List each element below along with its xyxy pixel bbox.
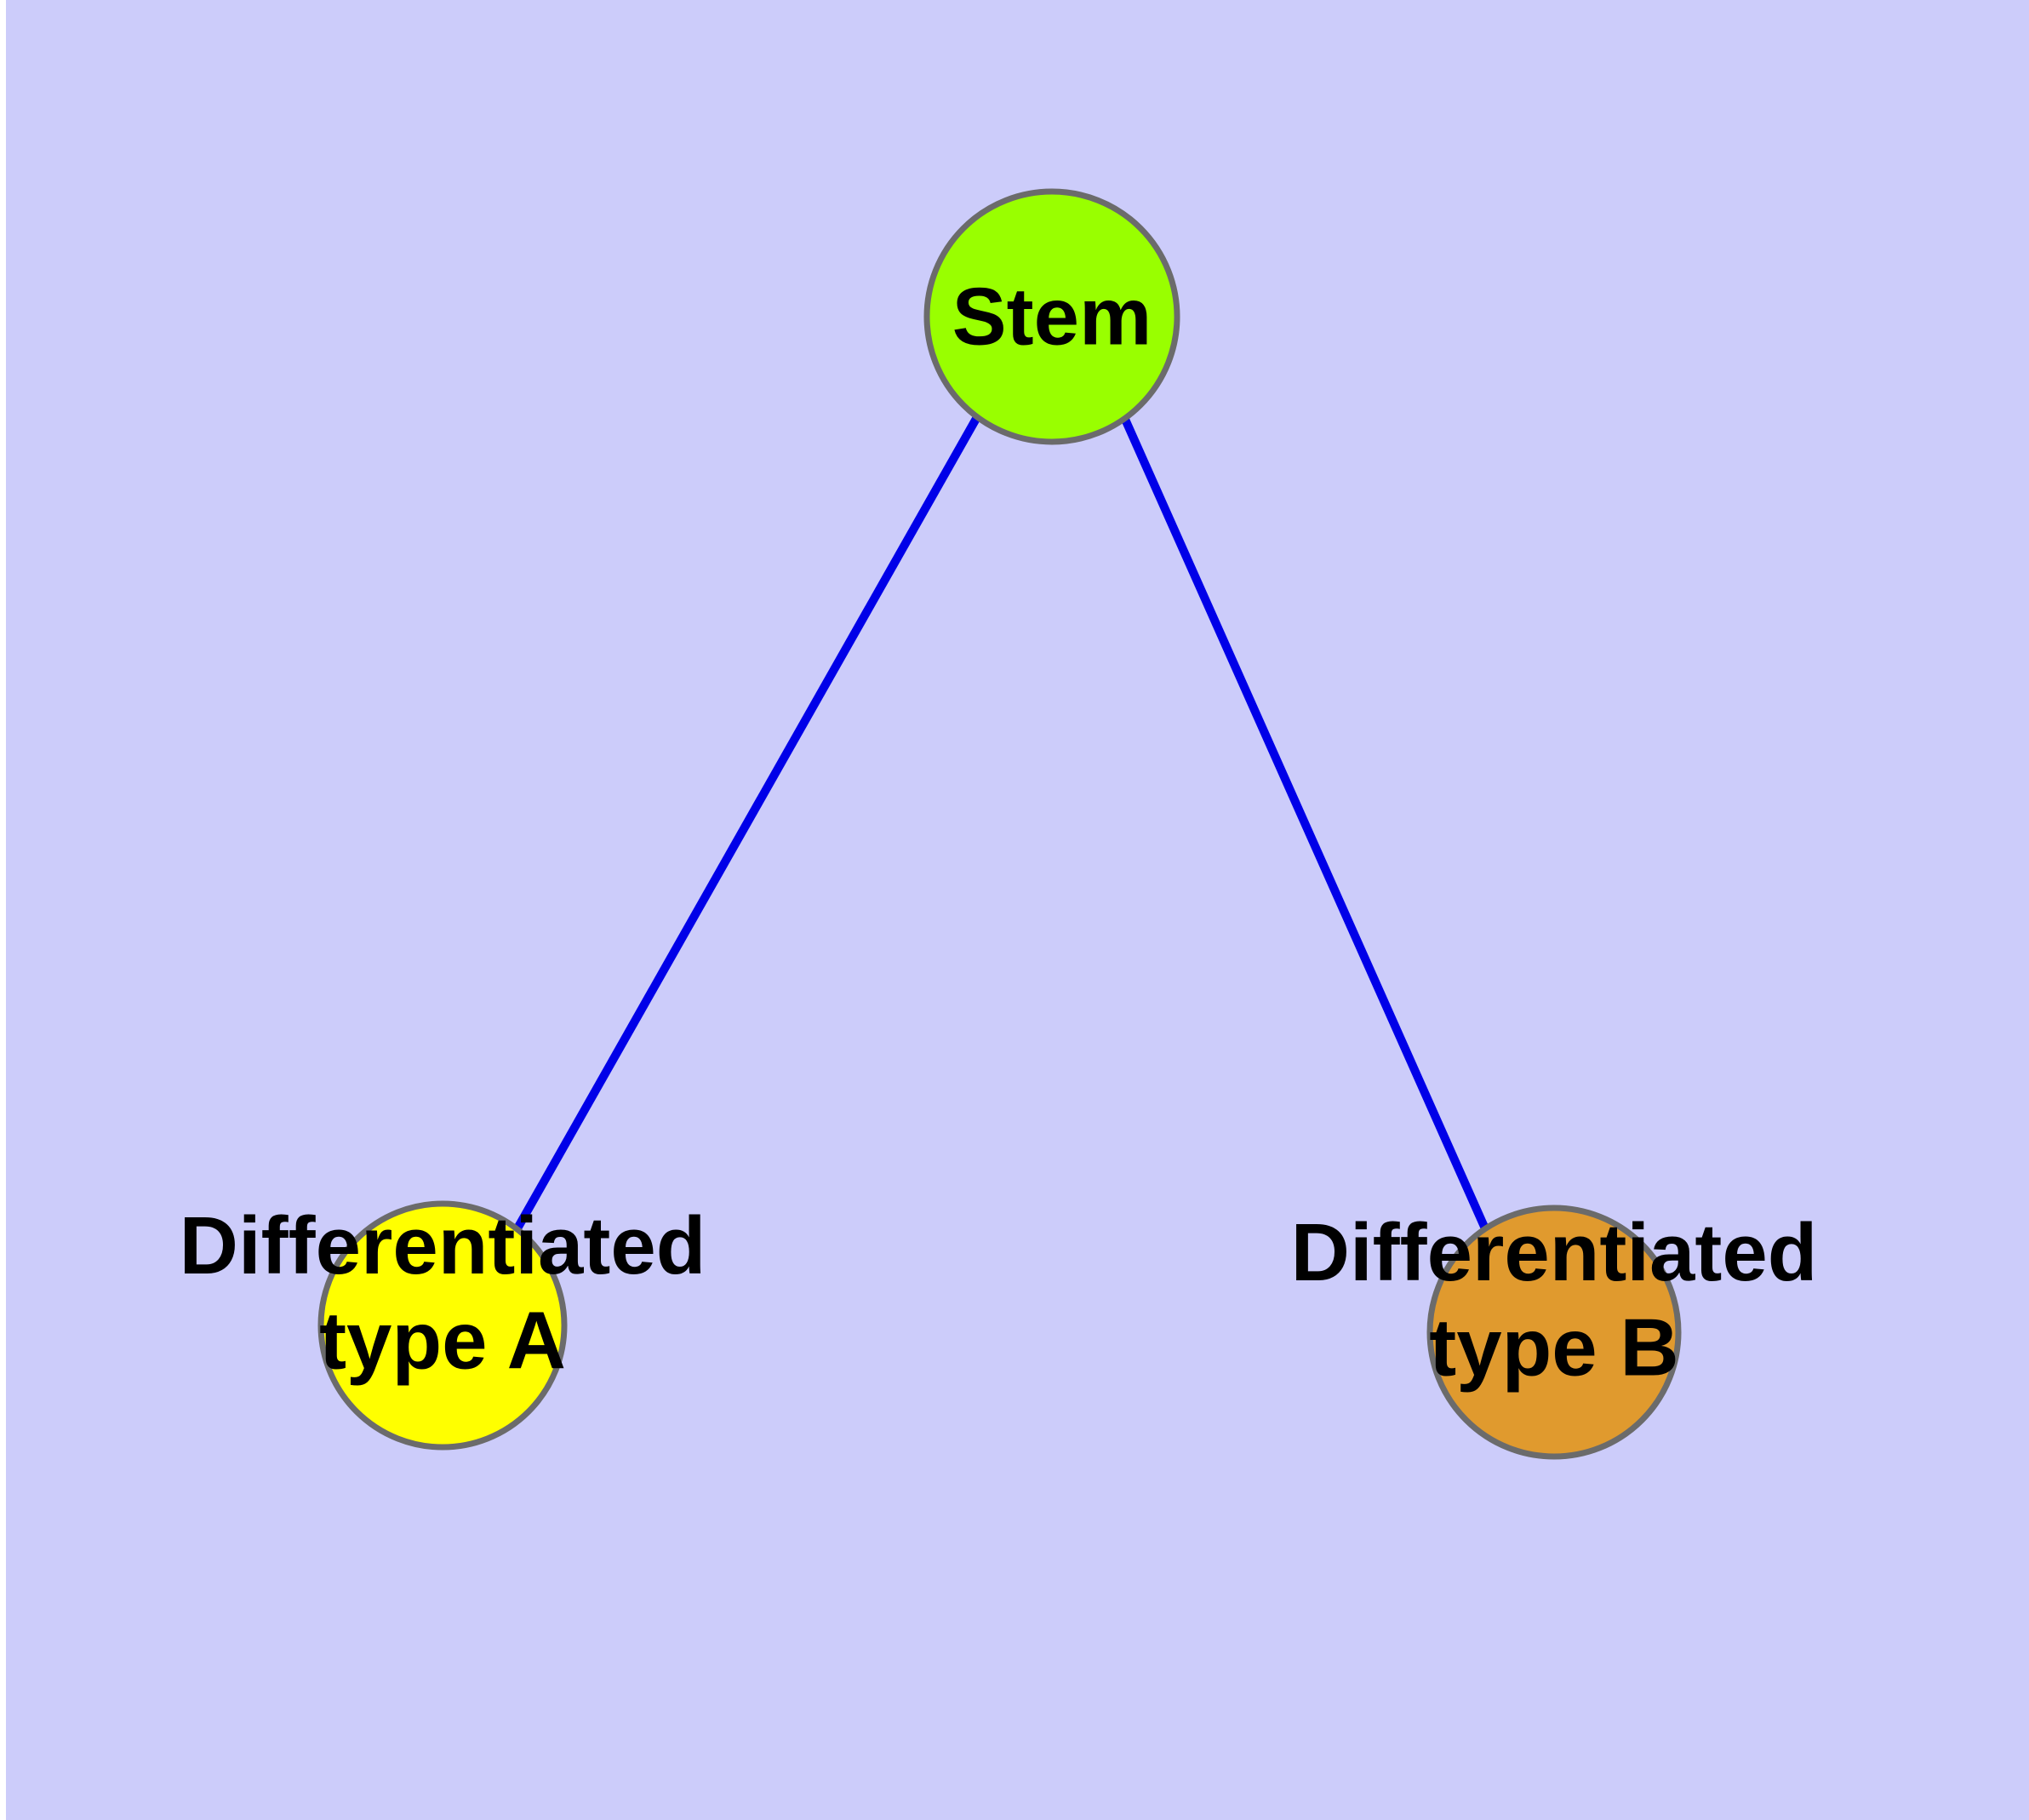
edges-layer <box>513 413 1492 1237</box>
node-circle-differentiated-type-b[interactable] <box>1426 1205 1682 1460</box>
node-label-line: type A <box>319 1295 566 1386</box>
node-label-line: Differentiated <box>1291 1207 1818 1298</box>
node-label-line: Differentiated <box>180 1200 706 1291</box>
node-label-line: Stem <box>952 272 1152 363</box>
edge-stem-to-type-b[interactable] <box>1119 413 1492 1237</box>
node-label-line: type B <box>1429 1302 1678 1393</box>
edge-stem-to-type-a[interactable] <box>513 415 981 1231</box>
node-label-stem: Stem <box>952 272 1152 363</box>
node-stem[interactable]: Stem <box>923 188 1180 445</box>
node-circle-differentiated-type-a[interactable] <box>317 1200 568 1451</box>
node-circle-stem[interactable] <box>923 188 1180 445</box>
